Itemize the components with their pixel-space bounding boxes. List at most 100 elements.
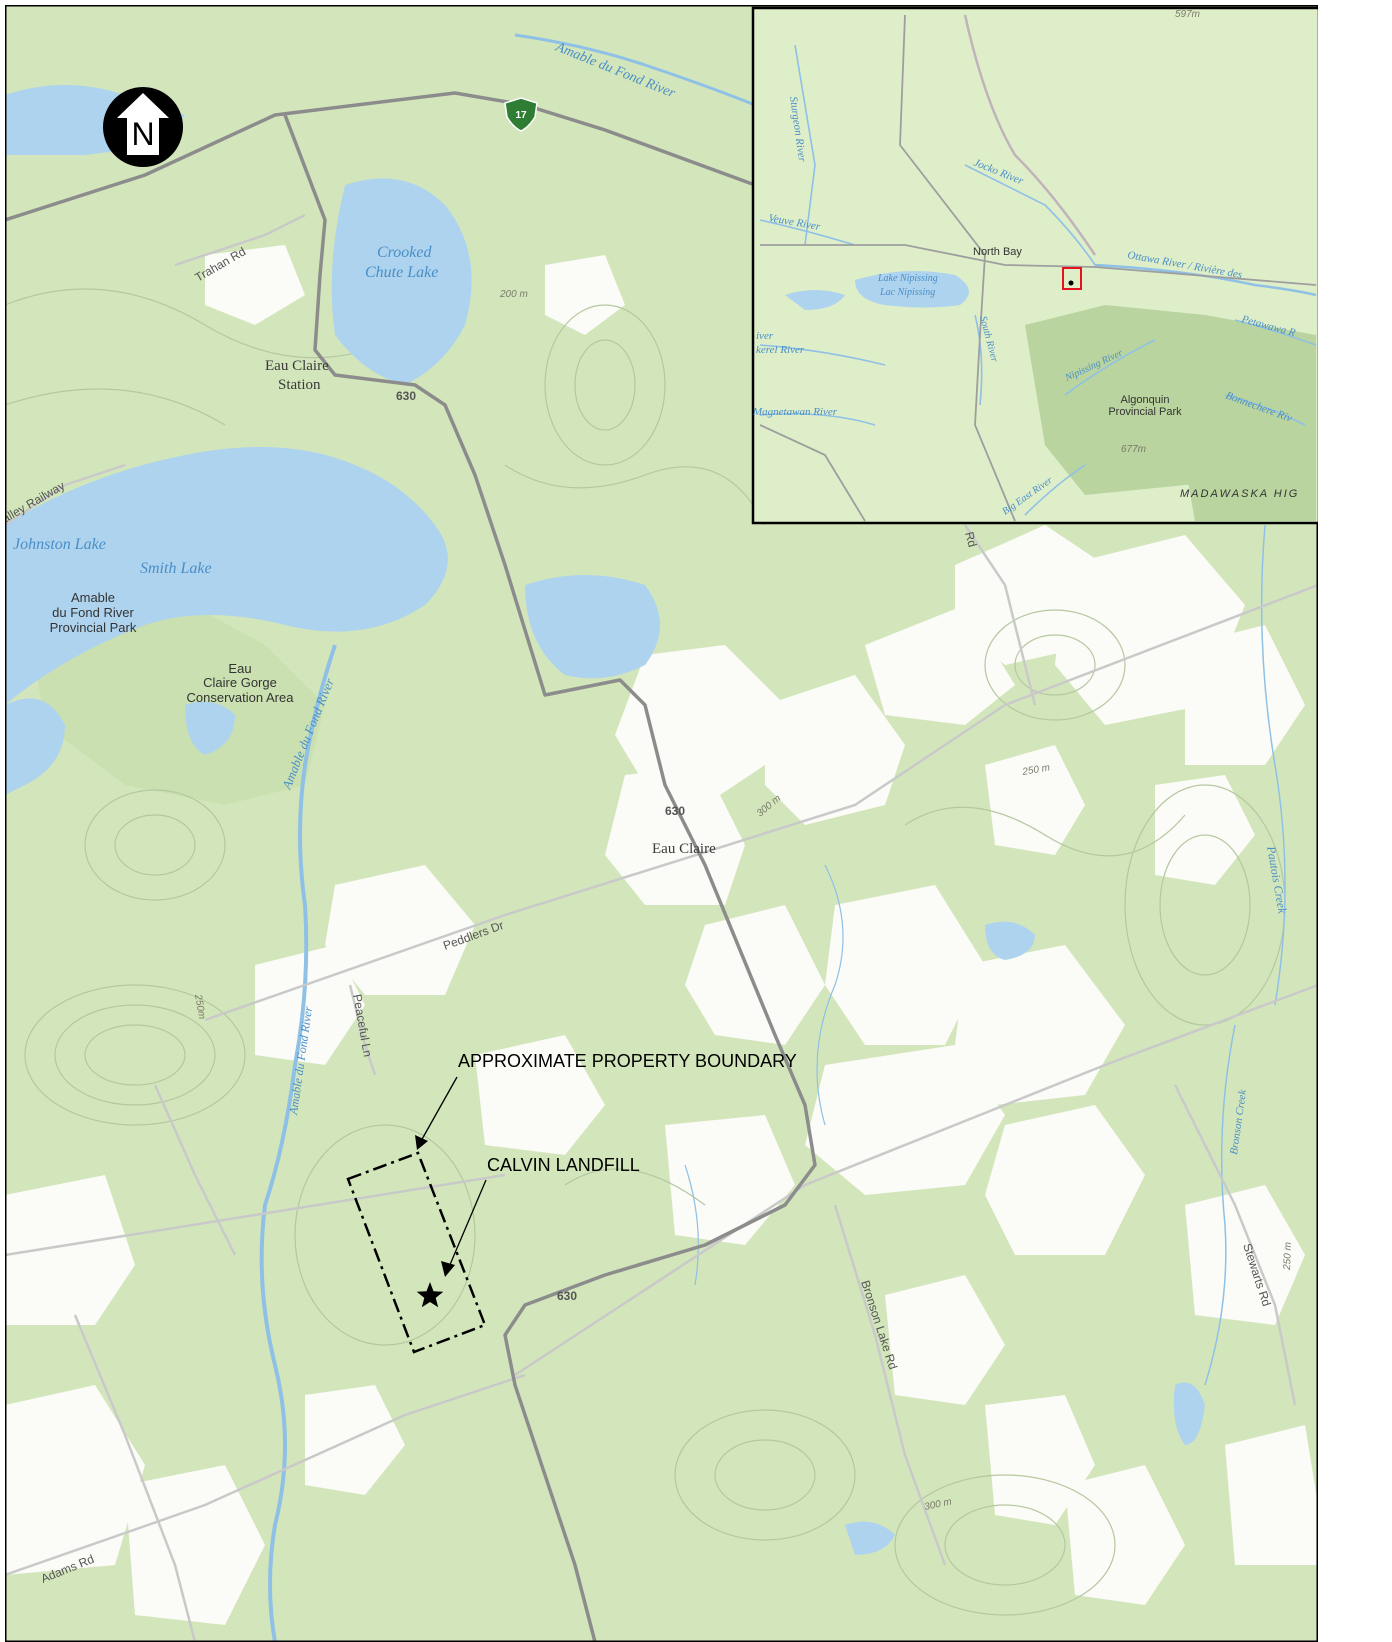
road	[963, 524, 1037, 706]
clearing	[825, 885, 985, 1045]
clearing	[205, 245, 305, 325]
contour	[114, 814, 196, 876]
contour	[54, 1004, 216, 1106]
creek	[816, 864, 844, 1126]
inset-park-south	[1185, 445, 1316, 521]
inset-veuve-river	[759, 219, 856, 246]
label-smith-lake: Smith Lake	[140, 560, 212, 577]
johnston-lake-arm	[5, 698, 65, 795]
north-arrow-icon: N	[103, 87, 183, 167]
contour	[5, 288, 406, 359]
inset-roads	[759, 14, 1317, 522]
inset-boundary-line	[963, 14, 1097, 256]
inset-label-magnetawan: Magnetawan River	[752, 406, 838, 418]
label-eau-claire-station-1: Eau Claire	[265, 358, 329, 374]
road	[73, 1314, 197, 1642]
label-elev-200: 200 m	[499, 289, 528, 300]
contour	[904, 806, 1186, 857]
inset-lake-nipissing	[855, 271, 969, 308]
clearing	[305, 1385, 405, 1495]
inset-lake	[785, 290, 845, 310]
road-peddlers-dr	[204, 583, 1318, 1022]
clearing	[885, 1275, 1005, 1405]
inset-highway-11	[899, 14, 1016, 522]
railway	[5, 463, 126, 527]
label-park-3: Provincial Park	[50, 620, 137, 635]
label-elev-250-c: 250 m	[1282, 1242, 1294, 1271]
road-bronson-lake-rd	[833, 1204, 947, 1566]
contour	[894, 1474, 1116, 1616]
inset-road	[759, 424, 866, 522]
contour	[674, 1409, 856, 1541]
clearing	[615, 645, 785, 805]
contour-lines	[5, 288, 1286, 1616]
inset-jocko-river	[964, 164, 1096, 266]
water-bodies	[5, 85, 1205, 1555]
contour	[84, 1024, 186, 1086]
inset-label-kerel-2: kerel River	[756, 344, 805, 356]
road-stewarts-rd	[1173, 1084, 1297, 1406]
inset-locator-box	[1062, 267, 1082, 290]
smith-lake	[5, 447, 448, 705]
clearing	[1185, 625, 1305, 765]
inset-big-east-river	[1024, 464, 1086, 516]
contour	[84, 789, 226, 901]
river-amable-north	[514, 33, 756, 107]
label-gorge-2: Claire Gorge	[203, 675, 277, 690]
clearing	[805, 1045, 1005, 1195]
label-eau-claire-station-2: Station	[278, 377, 321, 393]
label-calvin-landfill: CALVIN LANDFILL	[487, 1155, 640, 1175]
creek	[684, 1164, 699, 1286]
road	[153, 1084, 237, 1256]
inset-content: 597m Sturgeon River Jocko River Veuve Ri…	[752, 9, 1317, 522]
clearing	[125, 1465, 265, 1625]
label-park-1: Amable	[71, 590, 115, 605]
label-hwy630-c: 630	[557, 1289, 577, 1303]
clearing	[605, 765, 745, 905]
inset-label-nipissing-1: Lake Nipissing	[877, 273, 938, 284]
inset-label-elev-top: 597m	[1175, 9, 1200, 20]
clearing	[325, 865, 475, 995]
creek-bronson	[1204, 1024, 1236, 1386]
minor-roads	[5, 213, 1318, 1642]
clearing	[955, 945, 1125, 1105]
road-peaceful-ln	[348, 984, 377, 1076]
contour	[714, 1439, 816, 1511]
road	[5, 1173, 506, 1257]
creek-pautois	[1260, 524, 1286, 1006]
inset-ottawa-river	[1094, 263, 1317, 297]
inset-label-madawaska: MADAWASKA HIG	[1180, 488, 1299, 500]
highway-17	[5, 91, 756, 222]
inset-nipissing-river	[1064, 339, 1156, 396]
label-hwy630-b: 630	[665, 804, 685, 818]
clearing	[1185, 1185, 1305, 1325]
road-adams-rd	[5, 1373, 526, 1577]
highway-630	[283, 114, 817, 1642]
highways	[5, 91, 817, 1642]
inset-south-river	[974, 314, 983, 406]
inset-label-algonquin-2: Provincial Park	[1108, 406, 1182, 418]
label-park-2: du Fond River	[52, 605, 134, 620]
inset-petawawa-river	[1234, 319, 1317, 346]
contour	[294, 1124, 476, 1346]
contour	[5, 388, 226, 426]
contour	[984, 609, 1126, 721]
label-eau-claire: Eau Claire	[652, 841, 716, 857]
clearing	[985, 1105, 1145, 1255]
label-gorge-1: Eau	[228, 661, 251, 676]
clearing	[1065, 1465, 1185, 1605]
clearing	[985, 745, 1085, 855]
north-arrow-letter: N	[131, 116, 154, 152]
label-elev-250-a: 250 m	[1021, 762, 1051, 778]
label-hwy630-a: 630	[396, 389, 416, 403]
clearing	[545, 255, 625, 335]
topographic-map: Amable du Fond River Crooked Chute Lake …	[5, 5, 1318, 1642]
road-trahan-rd	[174, 213, 306, 267]
inset-algonquin-park	[1025, 305, 1316, 495]
pond	[185, 701, 235, 755]
inset-sturgeon-river	[794, 44, 816, 246]
annotation-leaders	[415, 1076, 487, 1277]
clearing	[5, 1385, 145, 1575]
clearing	[1225, 1425, 1318, 1565]
